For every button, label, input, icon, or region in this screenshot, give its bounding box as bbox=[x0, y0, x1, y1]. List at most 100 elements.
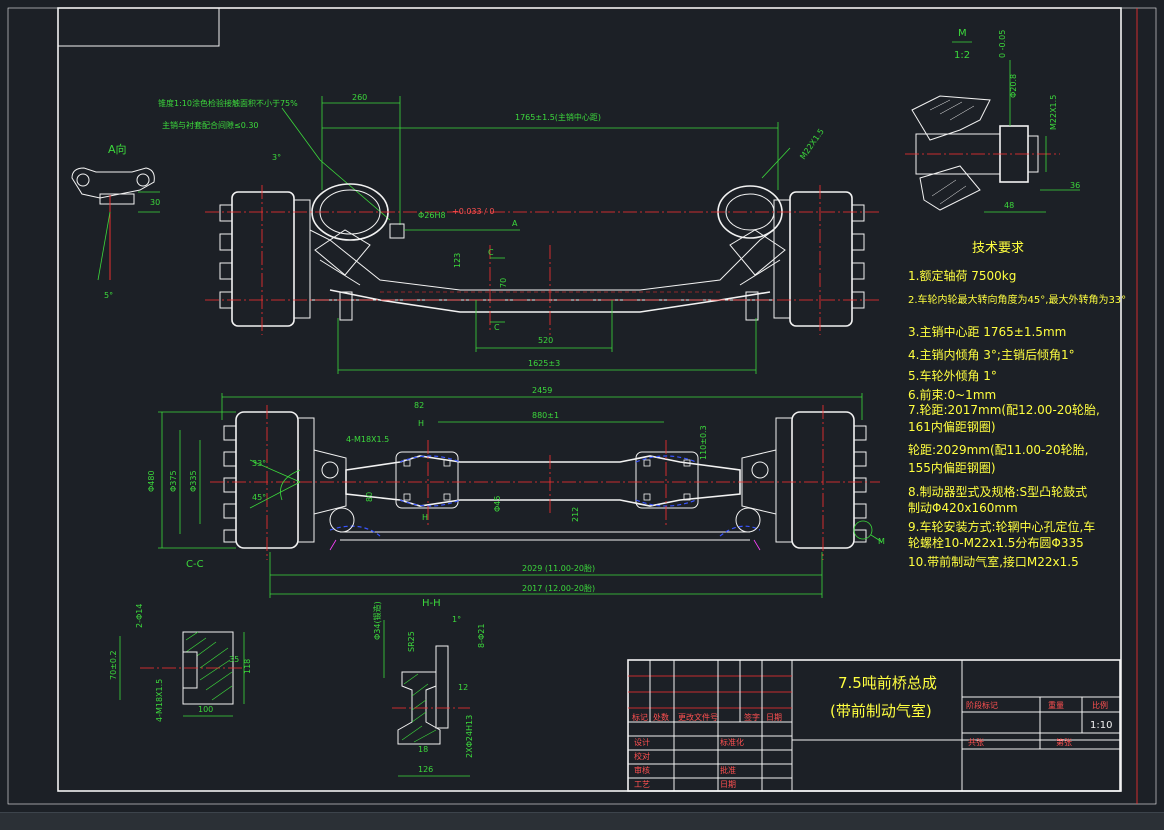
dim-126: 126 bbox=[418, 765, 433, 774]
angle-3: 3° bbox=[272, 153, 281, 162]
tech-req-line: 2.车轮内轮最大转向角度为45°,最大外转角为33° bbox=[908, 293, 1126, 306]
front-view: 260 1765±1.5(主销中心距) 锥度1:10涂色检验接触面积不小于75%… bbox=[158, 93, 880, 374]
weight-header: 重量 bbox=[1048, 700, 1064, 710]
svg-text:H: H bbox=[422, 513, 428, 522]
svg-text:H: H bbox=[418, 419, 424, 428]
inner-frame bbox=[57, 7, 1122, 792]
svg-text:Φ34(锻造): Φ34(锻造) bbox=[372, 601, 382, 640]
tech-req-line: 9.车轮安装方式:轮辋中心孔定位,车 bbox=[908, 519, 1095, 534]
tech-req-line: 5.车轮外倾角 1° bbox=[908, 368, 997, 383]
svg-text:2-Φ14: 2-Φ14 bbox=[135, 604, 144, 628]
svg-text:签字: 签字 bbox=[744, 712, 760, 722]
tech-req-line: 155内偏距钢圈) bbox=[908, 460, 996, 475]
svg-text:处数: 处数 bbox=[653, 712, 669, 722]
detail-m22: M22X1.5 bbox=[1049, 95, 1058, 130]
angle-45: 45° bbox=[252, 493, 266, 502]
view-a: A向 30 5° bbox=[71, 142, 160, 300]
svg-text:110±0.3: 110±0.3 bbox=[699, 425, 708, 460]
top-view: 2459 880±1 82 H H bbox=[147, 386, 885, 598]
status-bar bbox=[0, 812, 1164, 830]
dim-118: 118 bbox=[243, 659, 252, 674]
svg-text:日期: 日期 bbox=[720, 780, 736, 789]
angle-1: 1° bbox=[452, 615, 461, 624]
tech-req-line: 轮螺栓10-M22x1.5分布圆Φ335 bbox=[908, 535, 1084, 550]
section-cc: 70±0.2 118 100 4-M18X1.5 2-Φ14 35 bbox=[109, 604, 252, 722]
title-block: 标记 处数 更改文件号 签字 日期 设计 校对 审核 工艺 标准化 批准 日期 … bbox=[627, 659, 1121, 792]
tech-requirements: 技术要求 1.额定轴荷 7500kg 2.车轮内轮最大转向角度为45°,最大外转… bbox=[908, 241, 1126, 569]
dim-2017: 2017 (12.00-20胎) bbox=[522, 583, 595, 593]
svg-text:80: 80 bbox=[365, 492, 374, 502]
dim-70b: 70 bbox=[499, 278, 508, 288]
tech-req-line: 6.前束:0~1mm bbox=[908, 387, 996, 402]
view-cc-label: C-C bbox=[186, 559, 204, 570]
svg-text:校对: 校对 bbox=[634, 751, 650, 761]
svg-text:日期: 日期 bbox=[766, 713, 782, 722]
dim-375: Φ375 bbox=[169, 470, 178, 492]
total-sheets: 共张 bbox=[968, 738, 984, 747]
dim-335: Φ335 bbox=[189, 470, 198, 492]
svg-text:A: A bbox=[512, 219, 518, 228]
reverse-title-box bbox=[57, 7, 220, 47]
svg-text:C: C bbox=[494, 323, 500, 332]
dim-bore-tol: +0.033 / 0 bbox=[452, 207, 494, 216]
title-row-labels: 标记 处数 更改文件号 签字 日期 bbox=[632, 712, 782, 722]
svg-text:C: C bbox=[488, 248, 494, 257]
tech-req-line: 制动Φ420x160mm bbox=[908, 501, 1018, 515]
tech-req-line: 4.主销内倾角 3°;主销后倾角1° bbox=[908, 348, 1075, 362]
dim-m22: M22X1.5 bbox=[798, 127, 826, 161]
view-a-label: A向 bbox=[108, 142, 127, 156]
dim-212: 212 bbox=[571, 507, 580, 522]
view-hh-label: H-H bbox=[422, 598, 441, 609]
dim-36: 36 bbox=[1070, 181, 1080, 190]
svg-text:M: M bbox=[878, 537, 885, 546]
dim-880: 880±1 bbox=[532, 411, 559, 420]
stage-mark-header: 阶段标记 bbox=[966, 700, 998, 710]
dim-123: 123 bbox=[453, 253, 462, 268]
tech-req-line: 8.制动器型式及规格:S型凸轮鼓式 bbox=[908, 484, 1087, 499]
dim-260: 260 bbox=[352, 93, 367, 102]
note-taper: 锥度1:10涂色检验接触面积不小于75% bbox=[158, 98, 298, 108]
svg-text:8-Φ21: 8-Φ21 bbox=[477, 624, 486, 648]
section-hh: H-H Φ34(锻造) SR25 1° 12 2XΦ24H13 18 126 8… bbox=[372, 598, 486, 777]
svg-text:标准化: 标准化 bbox=[720, 737, 744, 747]
svg-text:工艺: 工艺 bbox=[634, 780, 650, 789]
tech-req-line: 轮距:2029mm(配11.00-20轮胎, bbox=[908, 443, 1088, 457]
svg-text:批准: 批准 bbox=[720, 765, 736, 775]
dim-1625: 1625±3 bbox=[528, 359, 560, 368]
detail-m: M 1:2 M22X1.5 48 36 Φ20.8 0 -0.05 bbox=[905, 28, 1080, 213]
dim-82: 82 bbox=[414, 401, 424, 410]
dim-30: 30 bbox=[150, 198, 160, 207]
title-roles: 设计 校对 审核 工艺 标准化 批准 日期 bbox=[634, 737, 744, 789]
dim-kingpin: 1765±1.5(主销中心距) bbox=[515, 112, 601, 122]
dim-18: 18 bbox=[418, 745, 428, 754]
scale-header: 比例 bbox=[1092, 700, 1108, 710]
svg-text:4-M18X1.5: 4-M18X1.5 bbox=[155, 679, 164, 722]
angle-5: 5° bbox=[104, 291, 113, 300]
dim-100: 100 bbox=[198, 705, 213, 714]
scale-value: 1:10 bbox=[1090, 720, 1112, 731]
dim-520: 520 bbox=[538, 336, 553, 345]
svg-text:35: 35 bbox=[229, 655, 239, 664]
tech-req-heading: 技术要求 bbox=[972, 241, 1024, 256]
dim-m18: 4-M18X1.5 bbox=[346, 435, 389, 444]
svg-text:更改文件号: 更改文件号 bbox=[678, 712, 718, 722]
note-clearance: 主销与衬套配合间隙≤0.30 bbox=[162, 120, 259, 130]
dim-2459: 2459 bbox=[532, 386, 552, 395]
tech-req-line: 161内偏距钢圈) bbox=[908, 419, 996, 434]
angle-33: 33° bbox=[252, 459, 266, 468]
dim-2029: 2029 (11.00-20胎) bbox=[522, 563, 595, 573]
tech-req-line: 10.带前制动气室,接口M22x1.5 bbox=[908, 554, 1079, 569]
detail-m-scale: 1:2 bbox=[954, 50, 970, 61]
tech-req-line: 7.轮距:2017mm(配12.00-20轮胎, bbox=[908, 403, 1100, 417]
dim-48: 48 bbox=[1004, 201, 1014, 210]
svg-text:2XΦ24H13: 2XΦ24H13 bbox=[465, 715, 474, 758]
tech-req-line: 1.额定轴荷 7500kg bbox=[908, 268, 1016, 283]
dim-bore: Φ26H8 bbox=[418, 211, 446, 220]
drawing-title: 7.5吨前桥总成 bbox=[838, 674, 937, 692]
svg-text:审核: 审核 bbox=[634, 765, 650, 775]
tech-req-line: 3.主销中心距 1765±1.5mm bbox=[908, 324, 1066, 339]
dim-480: Φ480 bbox=[147, 470, 156, 492]
svg-text:标记: 标记 bbox=[632, 712, 648, 722]
